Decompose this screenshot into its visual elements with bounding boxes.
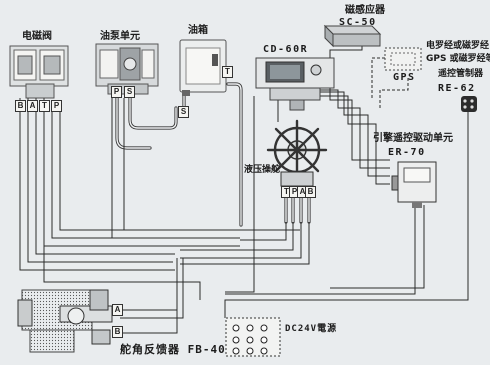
- solenoid-port-a: A: [27, 100, 38, 112]
- compass-label-line1: 电罗经或磁罗经: [426, 41, 490, 51]
- remote-controller-model: RE-62: [438, 83, 476, 94]
- signal-cables: [19, 44, 469, 334]
- compass-label-line2: GPS 或磁罗经等: [426, 54, 490, 64]
- magnetic-sensor-title: 磁感应器: [345, 5, 385, 16]
- remote-controller-title: 遥控管制器: [438, 69, 484, 79]
- compass-box: [384, 47, 422, 71]
- magnetic-sensor-model: SC-50: [339, 17, 377, 28]
- rudder-feedback-unit: [17, 289, 113, 353]
- engine-unit-model: ER-70: [388, 147, 426, 158]
- tank-port-s: S: [178, 106, 189, 118]
- tank-port-t: T: [222, 66, 233, 78]
- hydraulic-hoses: [115, 82, 311, 227]
- oil-tank: [179, 39, 227, 96]
- solenoid-port-b: B: [15, 100, 26, 112]
- rudder-feedback-label: 舵角反馈器 FB-40: [120, 343, 226, 356]
- power-supply-label: DC24V電源: [285, 324, 338, 334]
- solenoid-port-t: T: [39, 100, 50, 112]
- solenoid-port-p: P: [51, 100, 62, 112]
- power-supply-terminals: [225, 317, 281, 357]
- oil-tank-label: 油箱: [188, 25, 208, 36]
- engine-drive-unit: [391, 161, 437, 208]
- hydraulic-helm-wheel: [266, 119, 328, 187]
- helm-port-b: B: [305, 186, 316, 198]
- magnetic-sensor: [323, 24, 382, 48]
- solenoid-valve-label: 电磁阀: [22, 31, 52, 42]
- engine-unit-title: 引擎遥控驱动单元: [373, 133, 453, 144]
- cylinder-port-a: A: [112, 304, 123, 316]
- gps-label: GPS: [393, 72, 416, 83]
- pump-port-p: P: [111, 86, 122, 98]
- autopilot-label: CD-60R: [263, 44, 309, 55]
- pump-port-s: S: [124, 86, 135, 98]
- remote-controller: [461, 96, 477, 112]
- solenoid-valve: [9, 45, 69, 112]
- autopilot-unit: [255, 57, 335, 111]
- cylinder-port-b: B: [112, 326, 123, 338]
- pump-unit-label: 油泵单元: [100, 31, 140, 42]
- hydraulic-helm-label: 液压操舵: [244, 165, 281, 175]
